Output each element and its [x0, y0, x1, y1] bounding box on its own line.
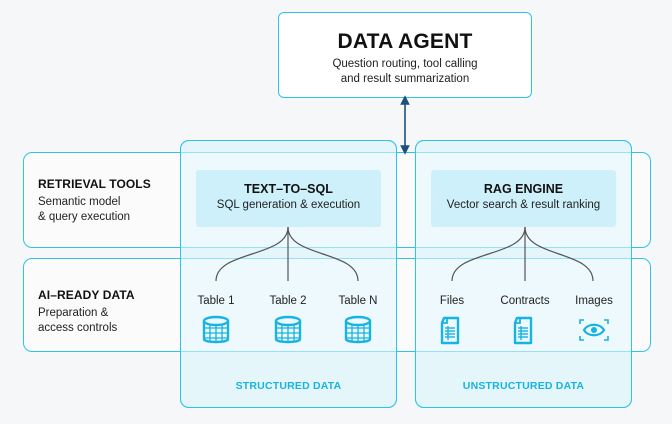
- retrieval-tools-label: RETRIEVAL TOOLS Semantic model & query e…: [38, 177, 151, 225]
- document-icon: [513, 316, 533, 345]
- data-agent-title: DATA AGENT: [337, 30, 473, 53]
- database-icon: [274, 315, 302, 344]
- table-2-label: Table 2: [269, 295, 307, 307]
- contracts-label: Contracts: [500, 295, 550, 307]
- data-agent-box: DATA AGENT Question routing, tool callin…: [278, 12, 532, 98]
- rag-engine-box: RAG ENGINE Vector search & result rankin…: [431, 170, 616, 227]
- retrieval-tools-title: RETRIEVAL TOOLS: [38, 177, 151, 191]
- ai-ready-data-subtitle-line2: access controls: [38, 322, 118, 334]
- database-icon: [202, 315, 230, 344]
- images-label: Images: [575, 295, 613, 307]
- document-icon: [440, 316, 460, 345]
- retrieval-tools-subtitle-line1: Semantic model: [38, 196, 121, 208]
- text-to-sql-subtitle: SQL generation & execution: [216, 199, 361, 211]
- rag-engine-subtitle: Vector search & result ranking: [446, 199, 601, 211]
- unstructured-data-label: UNSTRUCTURED DATA: [462, 380, 585, 392]
- data-agent-subtitle-line2: and result summarization: [340, 73, 470, 85]
- data-agent-subtitle: Question routing, tool calling and resul…: [279, 57, 531, 87]
- text-to-sql-title: TEXT–TO–SQL: [244, 182, 333, 196]
- ai-ready-data-label: AI–READY DATA Preparation & access contr…: [38, 288, 135, 336]
- table-1-label: Table 1: [197, 295, 235, 307]
- ai-ready-data-subtitle: Preparation & access controls: [38, 306, 135, 336]
- files-label: Files: [439, 295, 465, 307]
- table-n-label: Table N: [338, 295, 378, 307]
- data-agent-subtitle-line1: Question routing, tool calling: [332, 58, 478, 70]
- text-to-sql-box: TEXT–TO–SQL SQL generation & execution: [196, 170, 381, 227]
- eye-scan-icon: [579, 319, 609, 341]
- retrieval-tools-subtitle-line2: & query execution: [38, 211, 131, 223]
- structured-data-label: STRUCTURED DATA: [235, 380, 342, 392]
- ai-ready-data-title: AI–READY DATA: [38, 288, 135, 302]
- retrieval-tools-subtitle: Semantic model & query execution: [38, 195, 151, 225]
- database-icon: [344, 315, 372, 344]
- ai-ready-data-subtitle-line1: Preparation &: [38, 307, 109, 319]
- rag-engine-title: RAG ENGINE: [483, 182, 564, 196]
